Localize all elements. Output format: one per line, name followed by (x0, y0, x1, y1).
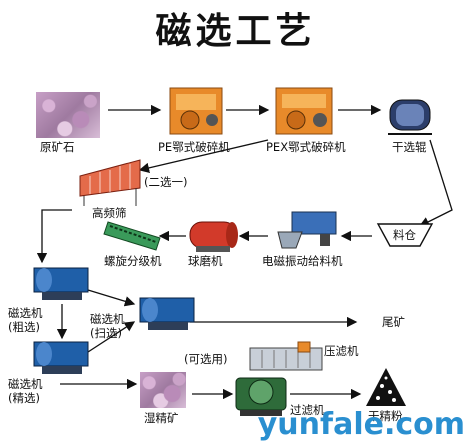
mag-fine-label-1: 磁选机 (8, 377, 43, 391)
filter-label: 过滤机 (290, 403, 325, 417)
page-title: 磁选工艺 (155, 11, 316, 52)
arrow-pex-to-screen (138, 139, 269, 173)
optional-label: (可选用) (184, 352, 228, 366)
pe-crusher-label: PE鄂式破碎机 (158, 140, 230, 154)
dry-roller-label: 干选辊 (392, 140, 427, 154)
mag-scav-label-1: 磁选机 (90, 312, 125, 326)
wet-concentrate-label: 湿精矿 (144, 411, 179, 425)
watermark: yunfale.com (257, 407, 465, 442)
select-one-of-two-label: (二选一) (144, 175, 188, 189)
mag-rough-label-2: (粗选) (8, 320, 40, 334)
arrow-rough-to-scav (87, 289, 136, 307)
raw-ore-label: 原矿石 (40, 140, 75, 154)
pex-crusher-label: PEX鄂式破碎机 (266, 140, 346, 154)
raw-ore-image (36, 92, 100, 138)
filter-press-label: 压滤机 (324, 344, 359, 358)
ball-mill-label: 球磨机 (188, 254, 223, 268)
mag-rough-label-1: 磁选机 (8, 306, 43, 320)
mag-scav-label-2: (扫选) (90, 326, 122, 340)
mag-fine-label-2: (精选) (8, 391, 40, 405)
arrow-fine-to-scav (87, 321, 136, 353)
dry-powder-label: 干精粉 (368, 409, 403, 423)
feeder-label: 电磁振动给料机 (262, 254, 343, 268)
tailings-label: 尾矿 (382, 315, 405, 329)
arrow-roller-to-bin (418, 139, 453, 227)
arrow-screen-to-mag-rough (36, 209, 72, 264)
bin-label: 料仓 (393, 228, 416, 242)
hf-screen-label: 高频筛 (92, 206, 127, 220)
wet-concentrate-image (140, 372, 186, 408)
spiral-classifier-label: 螺旋分级机 (104, 254, 162, 268)
